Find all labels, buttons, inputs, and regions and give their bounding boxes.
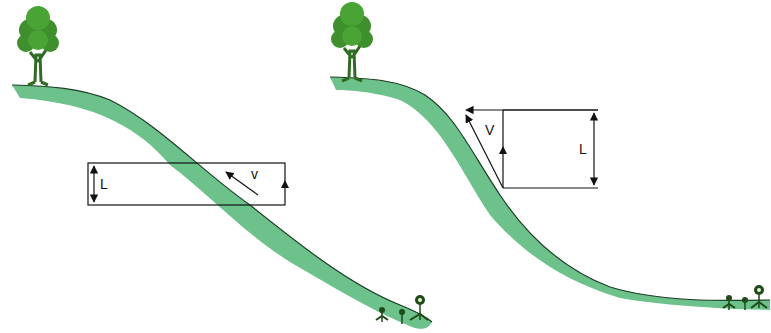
tree — [331, 2, 373, 81]
control-volume — [88, 163, 289, 205]
hillslope-band — [330, 77, 770, 310]
tree — [17, 6, 59, 85]
velocity-label: V — [484, 122, 495, 138]
velocity-label: v — [250, 166, 259, 182]
dimension-label: L — [99, 176, 109, 192]
dimension-label: L — [578, 141, 588, 157]
flowers — [376, 295, 428, 324]
hillslope-band — [12, 85, 432, 329]
ground-surface — [330, 77, 770, 301]
control-volume — [466, 110, 598, 188]
flowers — [723, 285, 767, 310]
ground-surface — [12, 85, 432, 322]
